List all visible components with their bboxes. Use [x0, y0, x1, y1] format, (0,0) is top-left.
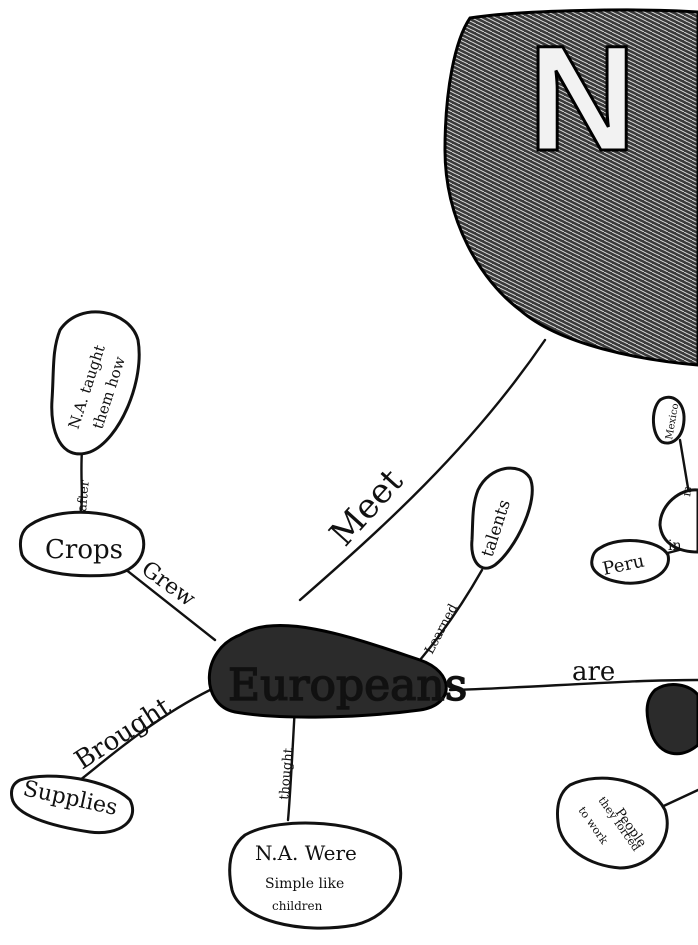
node-na-were-line2: Simple like — [265, 876, 344, 892]
edge-thought-label: thought — [277, 747, 297, 801]
node-na-were-line3: children — [272, 899, 323, 913]
node-crops-label: Crops — [45, 535, 123, 565]
node-europeans-label: Europeans — [228, 660, 467, 711]
edge-are-label: are — [572, 657, 615, 687]
edge-is-label: is — [679, 485, 695, 497]
node-na-were-line1: N.A. Were — [255, 841, 357, 865]
edge-brought-label: Brought — [69, 692, 176, 776]
edge-after-label: after — [75, 479, 93, 513]
edge-in-label: in — [668, 538, 682, 554]
edge-learned-label: Learned — [422, 602, 461, 657]
title-letters: N — [528, 14, 636, 182]
node-partial-dark — [647, 685, 698, 754]
